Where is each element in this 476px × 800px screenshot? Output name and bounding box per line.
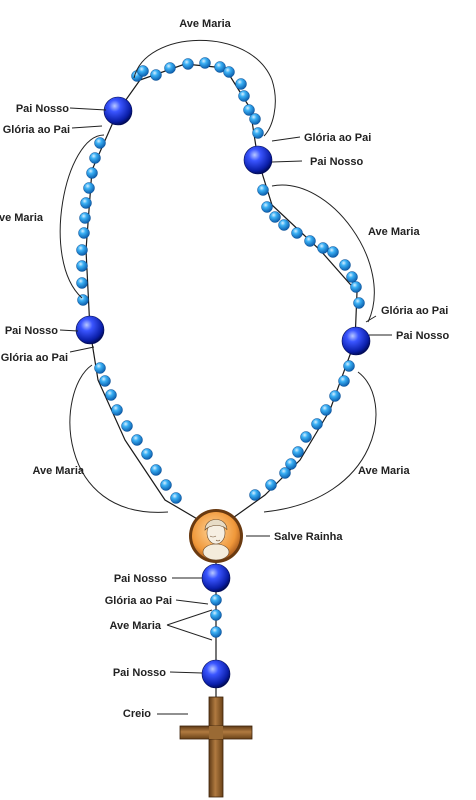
ave-maria-bead [278,219,290,231]
ave-maria-bead [243,104,255,116]
ave-maria-bead [343,360,355,372]
ave-maria-bead [300,431,312,443]
ave-maria-bead [160,479,172,491]
ave-maria-bead [182,58,194,70]
ave-maria-bead [111,404,123,416]
pointer-lines [59,107,392,715]
ave-maria-bead [235,78,247,90]
bracket-right-lower [263,371,377,513]
label-pai-nosso-3: Pai Nosso [5,325,58,337]
ave-maria-bead [76,244,88,256]
ave-maria-bead [291,227,303,239]
labels: Ave Maria Pai Nosso Glória ao Pai Glória… [0,18,449,720]
ave-maria-bead [210,609,222,621]
label-ave-maria-pendant: Ave Maria [109,620,161,632]
ave-maria-bead [77,294,89,306]
label-pai-nosso-2: Pai Nosso [310,156,363,168]
ave-maria-bead [249,113,261,125]
ave-maria-bead [137,65,149,77]
ave-maria-bead [150,464,162,476]
label-ave-maria-left-lower: Ave Maria [32,465,84,477]
ave-maria-bead [83,182,95,194]
ave-maria-bead [214,61,226,73]
label-gloria-4: Glória ao Pai [1,352,68,364]
pai-nosso-bead [75,315,105,345]
ave-maria-bead [79,212,91,224]
label-ave-maria-right-upper: Ave Maria [368,226,420,238]
label-gloria-5: Glória ao Pai [105,595,172,607]
label-gloria-1: Glória ao Pai [3,124,70,136]
ave-maria-bead [317,242,329,254]
bracket-right-upper [271,184,375,323]
pai-nosso-bead [103,96,133,126]
ave-maria-bead [89,152,101,164]
ave-maria-bead [338,375,350,387]
ave-maria-bead [99,375,111,387]
label-salve-rainha: Salve Rainha [274,531,343,543]
label-pai-nosso-5: Pai Nosso [114,573,167,585]
label-creio: Creio [123,708,151,720]
label-pai-nosso-6: Pai Nosso [113,667,166,679]
ave-maria-bead [199,57,211,69]
ave-maria-bead [210,594,222,606]
ave-maria-bead [94,137,106,149]
ave-maria-bead [353,297,365,309]
ave-maria-bead [78,227,90,239]
ave-maria-bead [320,404,332,416]
label-pai-nosso-4: Pai Nosso [396,330,449,342]
ave-maria-bead [76,277,88,289]
ave-maria-bead [150,69,162,81]
ave-maria-bead [261,201,273,213]
ave-maria-bead [279,467,291,479]
ave-maria-bead [252,127,264,139]
ave-maria-bead [141,448,153,460]
ave-maria-bead [210,626,222,638]
ave-maria-bead [94,362,106,374]
big-beads [75,96,371,689]
label-ave-maria-right-lower: Ave Maria [358,465,410,477]
ave-maria-bead [269,211,281,223]
ave-maria-bead [76,260,88,272]
ave-maria-bead [265,479,277,491]
ave-maria-bead [304,235,316,247]
ave-maria-bead [238,90,250,102]
bracket-left-lower [69,364,169,513]
label-gloria-2: Glória ao Pai [304,132,371,144]
ave-maria-bead [311,418,323,430]
label-ave-maria-left-upper: Ave Maria [0,212,44,224]
ave-maria-bead [327,246,339,258]
decade-brackets [59,39,377,513]
ave-maria-bead [80,197,92,209]
ave-maria-bead [170,492,182,504]
ave-maria-bead [164,62,176,74]
ave-maria-bead [249,489,261,501]
ave-maria-bead [285,458,297,470]
ave-maria-bead [86,167,98,179]
ave-maria-bead [329,390,341,402]
ave-maria-bead [121,420,133,432]
ave-maria-bead [105,389,117,401]
ave-maria-bead [257,184,269,196]
label-ave-maria-top: Ave Maria [179,18,231,30]
pai-nosso-bead [201,659,231,689]
ave-maria-bead [346,271,358,283]
label-pai-nosso-1: Pai Nosso [16,103,69,115]
salve-rainha-medal [189,509,243,563]
pai-nosso-bead [243,145,273,175]
ave-maria-bead [223,66,235,78]
small-beads [76,57,365,638]
ave-maria-bead [350,281,362,293]
ave-maria-bead [339,259,351,271]
label-gloria-3: Glória ao Pai [381,305,448,317]
ave-maria-bead [292,446,304,458]
pai-nosso-bead [201,563,231,593]
bracket-left-upper [59,134,105,299]
pai-nosso-bead [341,326,371,356]
crucifix [179,696,253,798]
bracket-top [133,39,276,137]
ave-maria-bead [131,434,143,446]
